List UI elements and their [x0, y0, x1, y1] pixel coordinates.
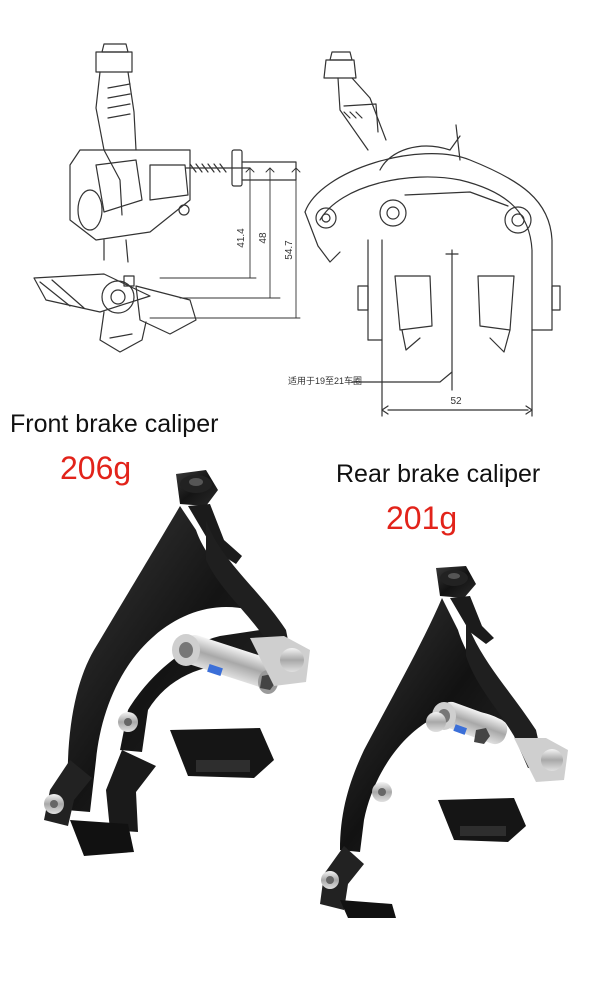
front-caliper-weight: 206g [60, 450, 132, 486]
rear-caliper-photo [320, 566, 568, 918]
rear-caliper-title: Rear brake caliper [336, 460, 541, 488]
front-caliper-title: Front brake caliper [10, 410, 219, 438]
rear-caliper-weight: 201g [386, 500, 458, 536]
dim-label-52: 52 [450, 396, 462, 407]
dim-label-54-7: 54.7 [284, 240, 295, 260]
dimension-lines [149, 167, 301, 319]
technical-drawing: 41.4 48 54.7 52 适用于19至21车圈 [33, 43, 561, 417]
dim-label-41-4: 41.4 [236, 228, 247, 248]
dim-label-48: 48 [258, 232, 269, 244]
side-view-drawing [33, 43, 297, 353]
rim-fit-note: 适用于19至21车圈 [288, 375, 362, 386]
front-view-drawing [304, 51, 561, 417]
front-caliper-photo [44, 470, 310, 856]
